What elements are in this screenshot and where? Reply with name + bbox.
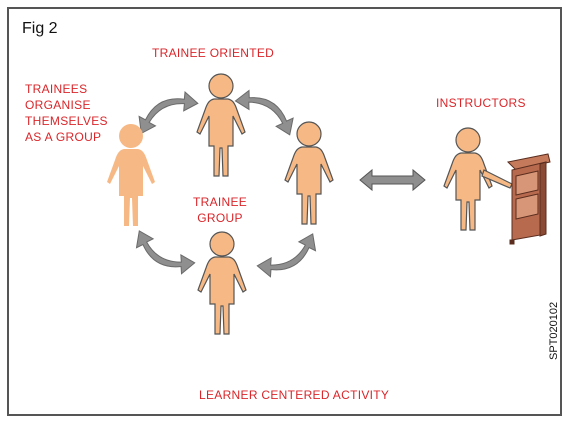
label-trainees-organise: TRAINEES ORGANISE THEMSELVES AS A GROUP [25, 82, 108, 144]
double-arrow-icon [359, 168, 426, 192]
label-trainee-oriented: TRAINEE ORIENTED [152, 46, 275, 60]
label-trainee-group: TRAINEE GROUP [193, 195, 248, 225]
board-icon [506, 153, 551, 245]
arrow-bottom-right [256, 233, 323, 282]
arrow-bottom-left [129, 230, 196, 279]
person-icon-bottom [197, 231, 247, 335]
label-instructors: INSTRUCTORS [436, 96, 526, 110]
label-learner-centered: LEARNER CENTERED ACTIVITY [199, 388, 390, 402]
person-icon-left [107, 124, 155, 226]
arrow-top-left [132, 86, 199, 134]
person-icon-top [196, 73, 246, 177]
figure-label: Fig 2 [22, 20, 58, 37]
instructor-icon [443, 127, 513, 231]
arrow-top-right [234, 85, 300, 136]
person-icon-right [284, 121, 334, 225]
